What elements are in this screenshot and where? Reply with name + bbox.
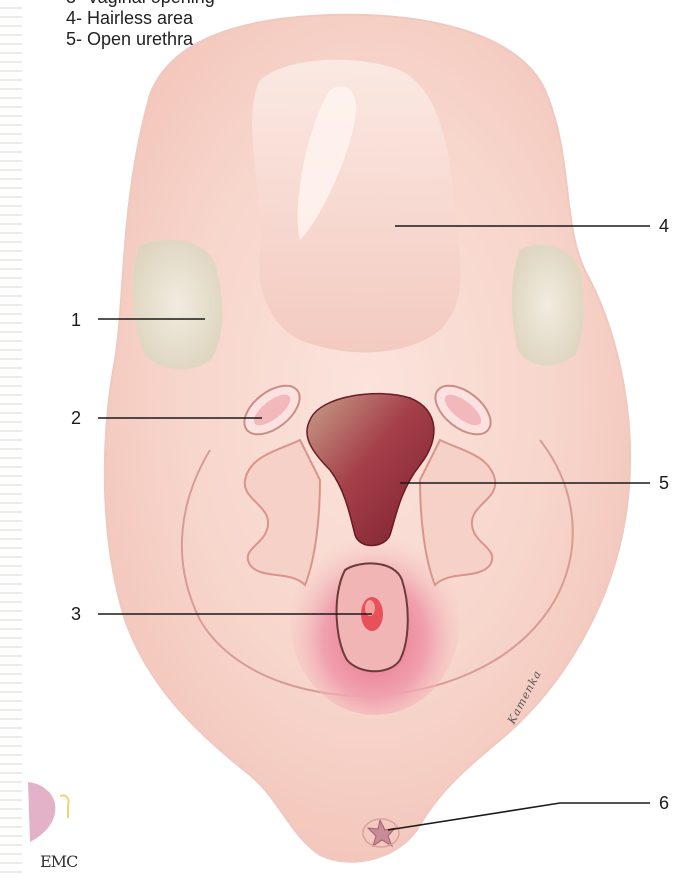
- label-1: 1: [66, 310, 86, 330]
- hip-bone-left: [133, 240, 222, 369]
- logo-accent: [60, 795, 69, 818]
- legend: 3- Vaginal opening 4- Hairless area 5- O…: [66, 0, 215, 50]
- hairless-area: [252, 60, 461, 353]
- legend-item-hairless-area: 4- Hairless area: [66, 8, 215, 29]
- label-3: 3: [66, 604, 86, 624]
- label-5: 5: [654, 473, 674, 493]
- hip-bone-right: [512, 245, 583, 365]
- label-2: 2: [66, 408, 86, 428]
- logo-text: EMC: [40, 852, 77, 871]
- label-4: 4: [654, 216, 674, 236]
- legend-item-open-urethra: 5- Open urethra: [66, 29, 215, 50]
- logo-emblem: [28, 782, 55, 842]
- legend-item-vaginal-opening: 3- Vaginal opening: [66, 0, 215, 8]
- label-6: 6: [654, 793, 674, 813]
